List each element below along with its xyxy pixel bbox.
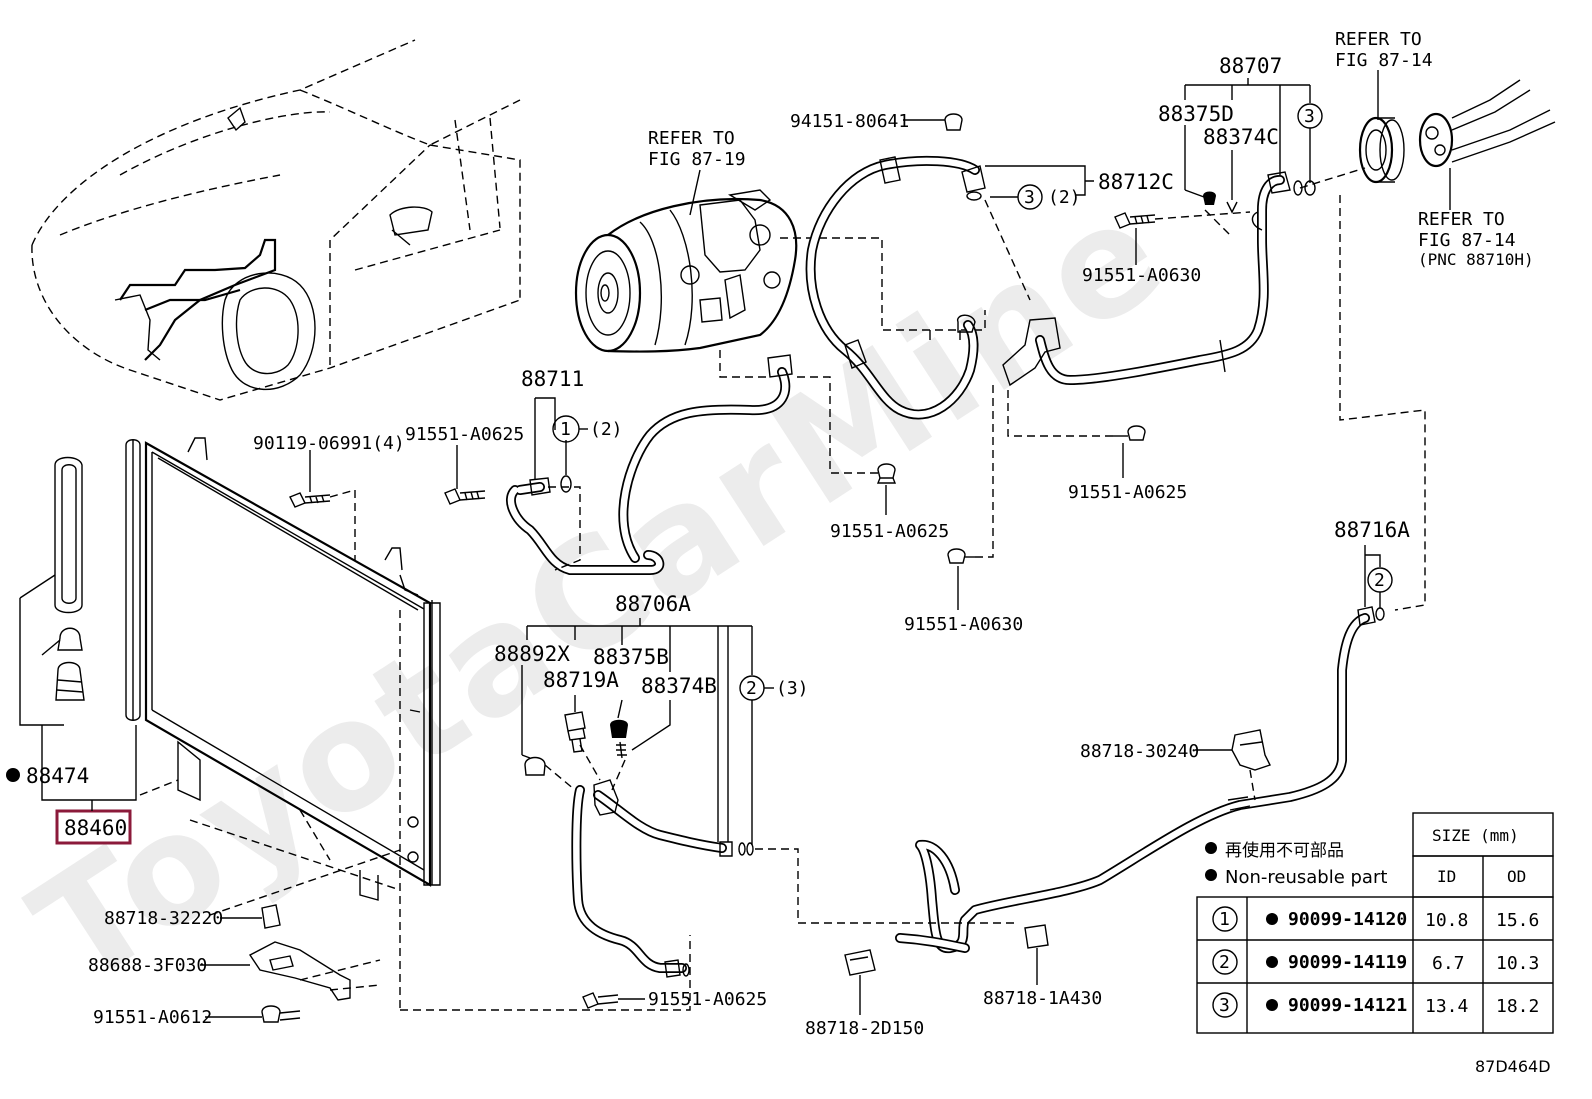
pipe-88706a (544, 744, 1015, 978)
clamp-88718-30240 (1195, 729, 1271, 801)
part-label-88712c[interactable]: 88712C (1098, 170, 1174, 194)
pipe-88711 (506, 350, 793, 575)
bracket-88688 (200, 941, 351, 1001)
hose-88712c (805, 155, 986, 420)
part-label-88892x[interactable]: 88892X (494, 642, 570, 666)
legend-jp[interactable]: 再使用不可部品 (1225, 840, 1344, 861)
table-row-no[interactable]: 3 (1219, 995, 1230, 1016)
oring-no-88712c[interactable]: 3 (1024, 187, 1035, 208)
part-label-88374b[interactable]: 88374B (641, 674, 717, 698)
part-label-88707[interactable]: 88707 (1219, 54, 1282, 78)
bolt-91551-a0630-top (1114, 211, 1251, 265)
pipe-connector-88710h (1299, 79, 1556, 611)
bolt-91551-a0625-top (444, 445, 486, 505)
part-label-91551-a0625-top[interactable]: 91551-A0625 (405, 424, 524, 445)
table-row-no[interactable]: 1 (1219, 909, 1230, 930)
table-row-od[interactable]: 18.2 (1496, 996, 1539, 1017)
part-label-88718-2d150[interactable]: 88718-2D150 (805, 1018, 924, 1039)
part-label-88375d[interactable]: 88375D (1158, 102, 1234, 126)
clamp-88718-32220 (220, 904, 281, 929)
part-label-88688-3f030[interactable]: 88688-3F030 (88, 955, 207, 976)
bolt-90119 (289, 450, 356, 560)
bolt-91551-a0630-bottom (947, 380, 994, 610)
refer-right-line2[interactable]: FIG 87-14 (1418, 230, 1516, 251)
ac-compressor (574, 189, 986, 353)
refer-compressor-line1[interactable]: REFER TO (648, 128, 735, 149)
part-label-88375b[interactable]: 88375B (593, 645, 669, 669)
refer-top-right-line2[interactable]: FIG 87-14 (1335, 50, 1433, 71)
non-reusable-dot-88474 (6, 768, 20, 782)
table-size-header[interactable]: SIZE (mm) (1432, 826, 1519, 845)
figure-code: 87D464D (1475, 1057, 1551, 1076)
bolt-91551-a0625-bottom (582, 992, 645, 1009)
table-row-id[interactable]: 10.8 (1425, 910, 1468, 931)
legend-dot-en (1205, 869, 1217, 881)
part-label-91551-a0625-right[interactable]: 91551-A0625 (1068, 482, 1187, 503)
part-label-88718-1a430[interactable]: 88718-1A430 (983, 988, 1102, 1009)
seal-pad (19, 456, 83, 726)
oring-no-88711[interactable]: 1 (560, 419, 571, 440)
part-label-88711[interactable]: 88711 (521, 367, 584, 391)
bolt-91551-a0625-mid (795, 376, 897, 515)
part-label-88374c[interactable]: 88374C (1203, 125, 1279, 149)
oring-qty-88711[interactable]: (2) (590, 419, 623, 440)
part-label-91551-a0625-mid[interactable]: 91551-A0625 (830, 521, 949, 542)
part-label-88706a[interactable]: 88706A (615, 592, 691, 616)
oring-no-88716a[interactable]: 2 (1374, 570, 1385, 591)
table-row-part[interactable]: 90099-14121 (1288, 995, 1407, 1016)
oring-no-88707[interactable]: 3 (1304, 106, 1315, 127)
part-label-88474[interactable]: 88474 (26, 764, 89, 788)
table-row-part[interactable]: 90099-14120 (1288, 909, 1407, 930)
pipe-88716a (895, 606, 1376, 954)
table-row-od[interactable]: 10.3 (1496, 953, 1539, 974)
watermark: ToyotaCarMine (5, 163, 1195, 1020)
part-label-88719a[interactable]: 88719A (543, 668, 619, 692)
oring-size-table (1196, 812, 1554, 1034)
table-row: 1 90099-14120 10.8 15.6 (1212, 906, 1539, 932)
highlight-box-88460 (55, 809, 132, 845)
valve-parts-88706a (521, 665, 671, 776)
part-label-91551-a0625-bottom[interactable]: 91551-A0625 (648, 989, 767, 1010)
clip-94151 (944, 113, 963, 131)
clamp-88718-2d150 (844, 949, 876, 1015)
cushion-pads (41, 627, 137, 801)
table-od-header[interactable]: OD (1507, 867, 1526, 886)
table-row-od[interactable]: 15.6 (1496, 910, 1539, 931)
part-label-88718-30240[interactable]: 88718-30240 (1080, 741, 1199, 762)
table-row-no[interactable]: 2 (1219, 952, 1230, 973)
table-id-header[interactable]: ID (1437, 867, 1456, 886)
oring-no-88706a[interactable]: 2 (746, 678, 757, 699)
part-label-91551-a0630-bottom[interactable]: 91551-A0630 (904, 614, 1023, 635)
part-label-88718-32220[interactable]: 88718-32220 (104, 908, 223, 929)
oring-qty-88712c[interactable]: (2) (1048, 187, 1081, 208)
refer-right-line1[interactable]: REFER TO (1418, 209, 1505, 230)
condenser-assembly (125, 437, 691, 1011)
refer-top-right-line1[interactable]: REFER TO (1335, 29, 1422, 50)
oring-qty-88706a[interactable]: (3) (776, 678, 809, 699)
bolt-91551-a0625-right (1007, 390, 1146, 478)
part-label-90119-06991[interactable]: 90119-06991(4) (253, 433, 405, 454)
table-row: 3 90099-14121 13.4 18.2 (1212, 992, 1539, 1018)
part-label-88716a[interactable]: 88716A (1334, 518, 1410, 542)
part-label-91551-a0630-top[interactable]: 91551-A0630 (1082, 265, 1201, 286)
table-row-id[interactable]: 13.4 (1425, 996, 1468, 1017)
legend-dot-jp (1205, 842, 1217, 854)
part-label-91551-a0612[interactable]: 91551-A0612 (93, 1007, 212, 1028)
part-label-88460[interactable]: 88460 (64, 816, 127, 840)
hose-88707 (1002, 171, 1303, 387)
refer-right-line3[interactable]: (PNC 88710H) (1418, 250, 1534, 269)
cap-88375d (1203, 191, 1216, 205)
part-label-94151-80641[interactable]: 94151-80641 (790, 111, 909, 132)
table-row-part[interactable]: 90099-14119 (1288, 952, 1407, 973)
table-row: 2 90099-14119 6.7 10.3 (1212, 949, 1539, 975)
table-row-id[interactable]: 6.7 (1432, 953, 1465, 974)
clamp-88718-1a430 (1024, 924, 1049, 985)
legend-en[interactable]: Non-reusable part (1225, 867, 1387, 888)
refer-compressor-line2[interactable]: FIG 87-19 (648, 149, 746, 170)
vehicle-illustration (31, 39, 521, 401)
bolt-91551-a0612 (205, 1005, 301, 1023)
